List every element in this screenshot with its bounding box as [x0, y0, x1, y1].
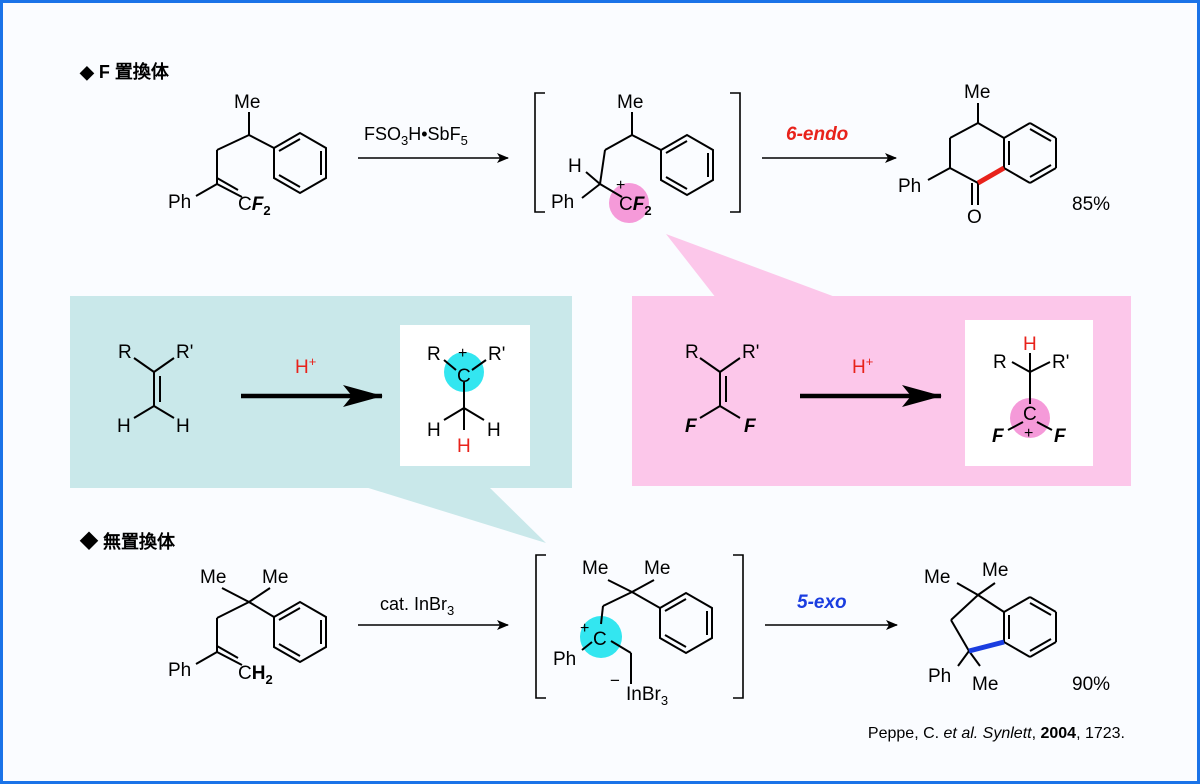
- pink-cation-r: R: [993, 352, 1007, 373]
- bottom-bracket-right: [733, 554, 744, 699]
- top-reagent: FSO3H•SbF5: [364, 124, 468, 148]
- top-yield: 85%: [1072, 194, 1110, 215]
- bottom-int-me1: Me: [582, 558, 608, 579]
- pink-acid-label: H+: [852, 354, 873, 378]
- top-int-h: H: [568, 156, 582, 177]
- bottom-int-me2: Me: [644, 558, 670, 579]
- pink-cation-highlight: [1010, 398, 1050, 438]
- bottom-product-me3: Me: [972, 674, 998, 695]
- top-int-me: Me: [617, 92, 643, 113]
- top-cation-highlight: [609, 183, 649, 223]
- bottom-cation-highlight: [580, 616, 622, 658]
- citation: Peppe, C. et al. Synlett, 2004, 1723.: [868, 725, 1125, 742]
- blue-cation-h1: H: [427, 420, 441, 441]
- pink-cation: [1007, 353, 1053, 431]
- top-product-me: Me: [964, 82, 990, 103]
- top-product-o: O: [967, 207, 982, 228]
- blue-alkene-r2: R': [176, 342, 193, 363]
- blue-cation-highlight: [444, 352, 484, 392]
- top-start-ph: Ph: [168, 192, 191, 213]
- blue-cation-c: C: [457, 366, 471, 387]
- bottom-bracket-left: [535, 554, 546, 699]
- top-product-new-bond: [976, 165, 1006, 186]
- bottom-start-me2: Me: [262, 567, 288, 588]
- label-5-exo: 5-exo: [797, 592, 847, 613]
- blue-alkene-h1: H: [117, 416, 131, 437]
- bottom-product-me1: Me: [924, 567, 950, 588]
- bottom-product-ph: Ph: [928, 666, 951, 687]
- bottom-starting-material: [195, 587, 327, 666]
- top-int-ph: Ph: [551, 192, 574, 213]
- blue-acid-label: H+: [295, 354, 316, 378]
- blue-alkene: [133, 357, 175, 419]
- bottom-int-plus: +: [580, 620, 589, 637]
- label-6-endo: 6-endo: [786, 124, 848, 145]
- bottom-start-ph: Ph: [168, 660, 191, 681]
- blue-cation-r: R: [427, 344, 441, 365]
- top-start-cf2: CF2: [238, 194, 271, 218]
- blue-cation-h-added: H: [457, 436, 471, 457]
- top-int-plus: +: [616, 177, 625, 194]
- blue-alkene-h2: H: [176, 416, 190, 437]
- bottom-start-me1: Me: [200, 567, 226, 588]
- bottom-intermediate: [581, 579, 713, 684]
- bottom-int-ph: Ph: [553, 649, 576, 670]
- pink-cation-plus: +: [1024, 425, 1033, 442]
- pink-alkene: [699, 357, 741, 419]
- pink-alkene-f2: F: [744, 416, 757, 437]
- pink-cation-r2: R': [1052, 352, 1069, 373]
- top-intermediate: [581, 112, 714, 199]
- pink-alkene-r2: R': [742, 342, 759, 363]
- blue-cation: [443, 359, 487, 430]
- top-start-me: Me: [234, 92, 260, 113]
- top-product: [927, 103, 1057, 205]
- bottom-int-minus: −: [610, 671, 620, 690]
- section-label-unsubstituted: ◆ 無置換体: [79, 531, 176, 552]
- bottom-int-c: C: [593, 629, 607, 650]
- top-product-ph: Ph: [898, 176, 921, 197]
- blue-cation-h2: H: [487, 420, 501, 441]
- bottom-int-inbr3: InBr3: [626, 684, 668, 708]
- top-starting-material: [195, 112, 327, 198]
- bottom-yield: 90%: [1072, 674, 1110, 695]
- top-int-cf2: CF2: [619, 194, 652, 218]
- bottom-product: [950, 582, 1057, 667]
- bottom-reagent: cat. InBr3: [380, 594, 454, 618]
- bottom-product-new-bond: [968, 639, 1005, 654]
- top-bracket-left: [534, 92, 545, 213]
- pink-alkene-f1: F: [685, 416, 698, 437]
- pink-alkene-r: R: [685, 342, 699, 363]
- pink-cation-f1: F: [992, 426, 1005, 447]
- bottom-product-me2: Me: [982, 560, 1008, 581]
- pink-cation-f2: F: [1054, 426, 1067, 447]
- section-label-f-substituted: ◆ F 置換体: [79, 61, 170, 82]
- blue-cation-plus: +: [458, 345, 467, 362]
- blue-alkene-r: R: [118, 342, 132, 363]
- pink-cation-h-added: H: [1023, 334, 1037, 355]
- blue-cation-r2: R': [488, 344, 505, 365]
- top-bracket-right: [730, 92, 741, 213]
- pink-cation-c: C: [1023, 404, 1037, 425]
- bottom-start-ch2: CH2: [238, 663, 273, 687]
